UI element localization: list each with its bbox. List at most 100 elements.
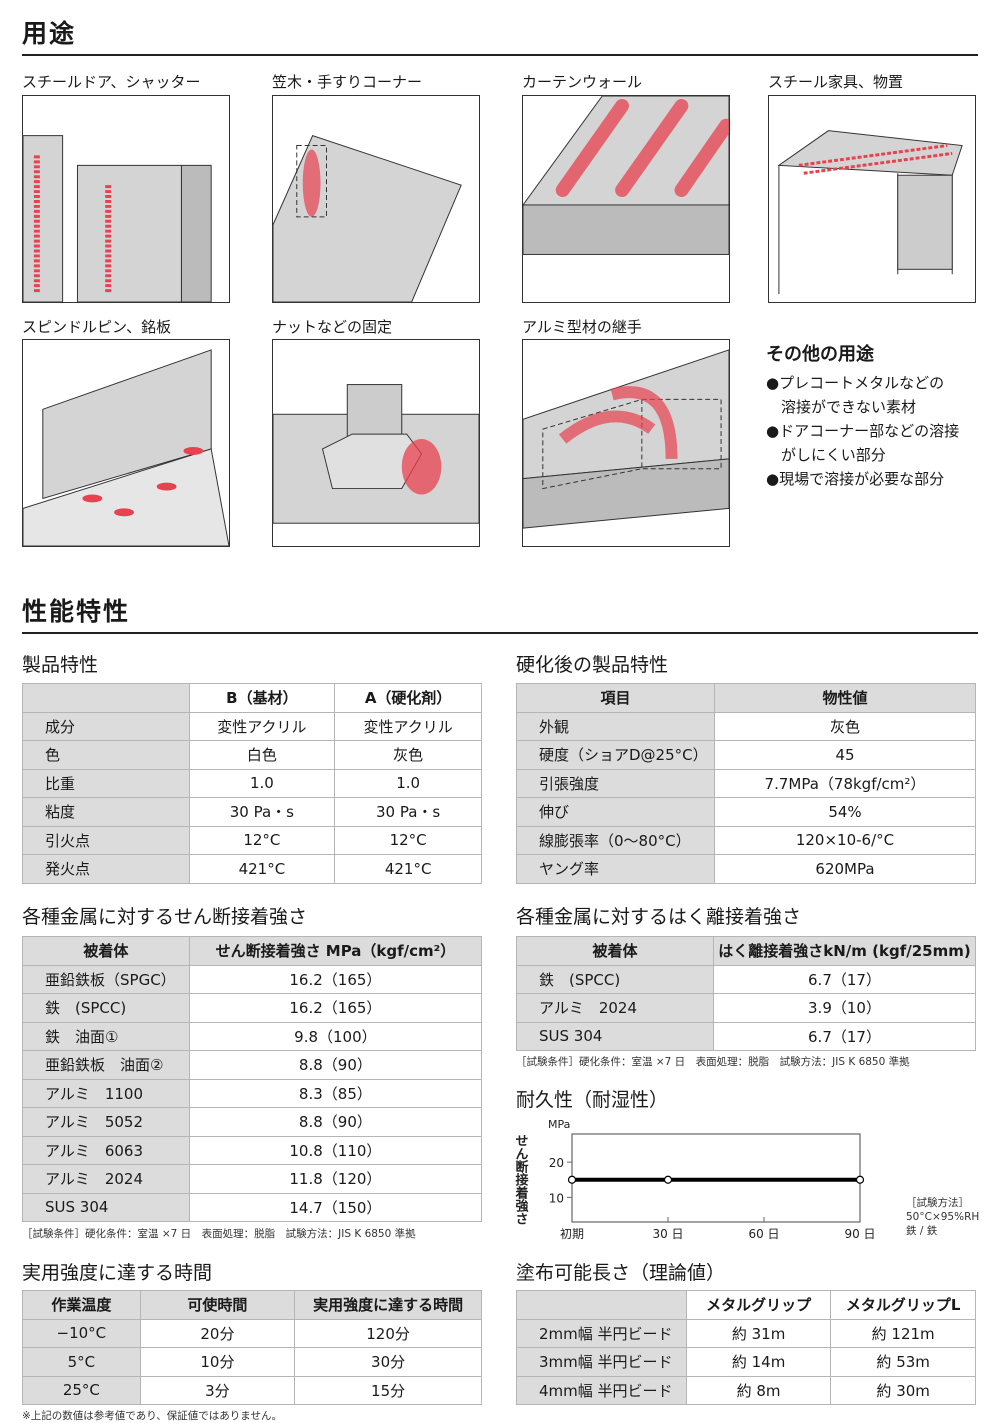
x-tick-label: 30 日 bbox=[652, 1227, 683, 1241]
time-title: 実用強度に達する時間 bbox=[22, 1262, 213, 1284]
table-cell: 9.8（100） bbox=[188, 1021, 483, 1051]
table-row: 成分変性アクリル変性アクリル bbox=[22, 711, 482, 741]
table-header-row: メタルグリップメタルグリップL bbox=[516, 1290, 976, 1320]
table-cell: 8.8（90） bbox=[188, 1050, 483, 1080]
coverage-title: 塗布可能長さ（理論値） bbox=[516, 1262, 726, 1284]
table-cell: 引火点 bbox=[22, 825, 190, 855]
y-tick-label: 20 bbox=[549, 1156, 564, 1170]
table-cell: 25°C bbox=[22, 1375, 141, 1405]
table-cell: 3.9（10） bbox=[713, 993, 976, 1023]
table-cell: −10°C bbox=[22, 1318, 141, 1348]
column-header: 被着体 bbox=[22, 936, 190, 966]
table-cell: 54% bbox=[713, 797, 977, 827]
steel-door-illustration bbox=[22, 95, 230, 303]
column-header: メタルグリップ bbox=[685, 1290, 832, 1320]
shear-note: ［試験条件］硬化条件：室温 ×7 日 表面処理：脱脂 試験方法：JIS K 68… bbox=[22, 1228, 416, 1240]
table-cell: 灰色 bbox=[713, 711, 977, 741]
table-row: 色白色灰色 bbox=[22, 740, 482, 770]
table-cell: 3mm幅 半円ビード bbox=[516, 1347, 687, 1377]
footnote: ※上記の数値は参考値であり、保証値ではありません。 bbox=[22, 1410, 282, 1422]
table-cell: 約 14m bbox=[685, 1347, 832, 1377]
column-header: メタルグリップL bbox=[830, 1290, 976, 1320]
table-cell: 鉄 (SPCC) bbox=[22, 993, 190, 1023]
table-cell: 120×10-6/°C bbox=[713, 825, 977, 855]
table-cell: 灰色 bbox=[334, 740, 482, 770]
table-row: 硬度（ショアD@25°C）45 bbox=[516, 740, 977, 770]
data-point bbox=[663, 1175, 673, 1184]
table-cell: 8.3（85） bbox=[188, 1078, 483, 1108]
divider bbox=[22, 632, 978, 634]
y-axis-label: せん断接着強さ bbox=[513, 1134, 530, 1225]
table-cell: 3分 bbox=[139, 1375, 296, 1405]
table-row: 外観灰色 bbox=[516, 711, 977, 741]
table-cell: 45 bbox=[713, 740, 977, 770]
test-method-line: 鉄 / 鉄 bbox=[906, 1225, 938, 1237]
table-cell: 硬度（ショアD@25°C） bbox=[516, 740, 715, 770]
column-header: B（基材） bbox=[188, 683, 336, 713]
table-cell: 線膨張率（0〜80°C） bbox=[516, 825, 715, 855]
use-label: スチール家具、物置 bbox=[768, 73, 904, 91]
table-row: 鉄 (SPCC)16.2（165） bbox=[22, 993, 483, 1023]
table-cell: 2mm幅 半円ビード bbox=[516, 1318, 687, 1348]
table-header-row: 項目物性値 bbox=[516, 683, 977, 713]
table-cell: 6.7（17） bbox=[713, 964, 976, 994]
column-header bbox=[22, 683, 190, 713]
table-cell: 16.2（165） bbox=[188, 993, 483, 1023]
table-cell: ヤング率 bbox=[516, 854, 715, 884]
aluminum-joint-illustration bbox=[522, 339, 730, 547]
table-cell: 外観 bbox=[516, 711, 715, 741]
table-row: 鉄 (SPCC)6.7（17） bbox=[516, 964, 976, 994]
other-uses-list: ●プレコートメタルなどの 溶接ができない素材 ●ドアコーナー部などの溶接 がしに… bbox=[766, 371, 959, 491]
table-cell: 12°C bbox=[334, 825, 482, 855]
table-header-row: B（基材）A（硬化剤） bbox=[22, 683, 482, 713]
table-cell: 7.7MPa（78kgf/cm²） bbox=[713, 768, 977, 798]
table-cell: 約 53m bbox=[830, 1347, 976, 1377]
test-method-line: 50°C×95%RH bbox=[906, 1211, 980, 1223]
other-use-item: ●ドアコーナー部などの溶接 bbox=[766, 422, 960, 440]
table-cell: 421°C bbox=[334, 854, 482, 884]
column-header: 作業温度 bbox=[22, 1290, 141, 1320]
table-cell: 引張強度 bbox=[516, 768, 715, 798]
table-cell: 発火点 bbox=[22, 854, 190, 884]
table-cell: 亜鉛鉄板 油面② bbox=[22, 1050, 190, 1080]
table-cell: 成分 bbox=[22, 711, 190, 741]
table-cell: 30分 bbox=[294, 1347, 482, 1377]
table-cell: 11.8（120） bbox=[188, 1164, 483, 1194]
table-cell: アルミ 2024 bbox=[516, 993, 714, 1023]
table-header-row: 作業温度可使時間実用強度に達する時間 bbox=[22, 1290, 482, 1320]
table-cell: 421°C bbox=[188, 854, 336, 884]
column-header bbox=[516, 1290, 687, 1320]
shear-table: 被着体せん断接着強さ MPa（kgf/cm²）亜鉛鉄板（SPGC）16.2（16… bbox=[22, 936, 483, 1222]
other-use-item: ●現場で溶接が必要な部分 bbox=[766, 470, 945, 488]
use-label: スピンドルピン、銘板 bbox=[22, 318, 172, 336]
column-header: はく離接着強さkN/m (kgf/25mm) bbox=[713, 936, 976, 966]
table-cell: 1.0 bbox=[188, 768, 336, 798]
durability-title: 耐久性（耐湿性） bbox=[516, 1089, 669, 1111]
column-header: せん断接着強さ MPa（kgf/cm²） bbox=[188, 936, 483, 966]
table-cell: 120分 bbox=[294, 1318, 482, 1348]
x-tick-label: 90 日 bbox=[844, 1227, 875, 1241]
other-use-item: ●プレコートメタルなどの bbox=[766, 374, 945, 392]
peel-table: 被着体はく離接着強さkN/m (kgf/25mm)鉄 (SPCC)6.7（17）… bbox=[516, 936, 976, 1051]
shear-title: 各種金属に対するせん断接着強さ bbox=[22, 906, 308, 928]
table-cell: SUS 304 bbox=[516, 1021, 714, 1051]
data-point bbox=[855, 1175, 865, 1184]
table-cell: 620MPa bbox=[713, 854, 977, 884]
product-title: 製品特性 bbox=[22, 654, 99, 676]
table-cell: 1.0 bbox=[334, 768, 482, 798]
other-use-item: 溶接ができない素材 bbox=[766, 398, 917, 416]
